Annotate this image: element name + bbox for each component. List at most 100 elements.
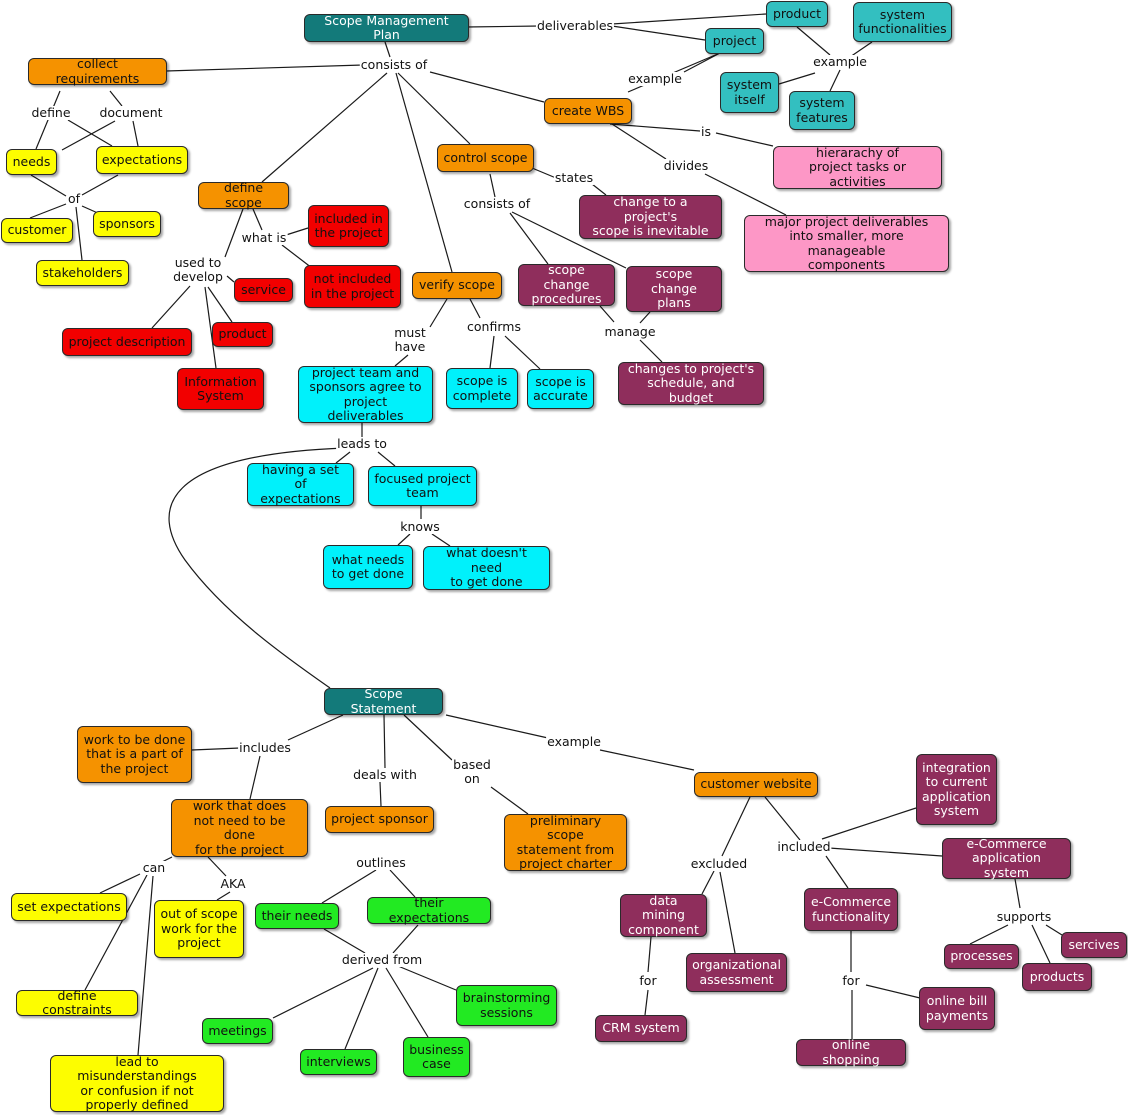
concept-node-sysfunc[interactable]: system functionalities [853,2,952,42]
concept-node-incl[interactable]: included in the project [308,205,389,247]
concept-node-misund[interactable]: lead to misunderstandings or confusion i… [50,1054,224,1112]
concept-node-product[interactable]: product [766,1,828,27]
connector-line [344,967,379,1050]
concept-node-expect[interactable]: expectations [96,146,188,174]
concept-node-ss[interactable]: Scope Statement [324,686,443,715]
concept-node-smp[interactable]: Scope Management Plan [304,13,469,42]
concept-node-sched[interactable]: changes to project's schedule, and budge… [618,361,764,405]
concept-node-rproduct[interactable]: product [212,322,273,347]
concept-node-worknot[interactable]: work that does not need to be done for t… [171,798,308,857]
concept-node-service[interactable]: service [234,278,293,302]
concept-node-sponsor[interactable]: project sponsor [325,806,434,833]
concept-node-sysfeat[interactable]: system features [789,91,855,130]
connector-line [611,123,667,160]
connector-line [252,208,263,231]
concept-node-sponsors[interactable]: sponsors [93,211,161,237]
concept-node-prelim[interactable]: preliminary scope statement from project… [504,813,627,871]
concept-node-control[interactable]: control scope [437,144,534,172]
connector-line [261,72,388,183]
concept-node-datamin[interactable]: data mining component [620,893,707,937]
concept-node-sercives[interactable]: sercives [1061,932,1127,958]
link-label-divides: divides [662,158,710,173]
concept-node-theirexp[interactable]: their expectations [367,895,491,924]
link-label-includes: includes [238,740,292,755]
connector-line [796,26,831,56]
connector-line [216,891,231,901]
concept-node-outofscope[interactable]: out of scope work for the project [154,900,244,958]
link-label-manage: manage [603,324,657,339]
link-label-can: can [141,860,167,875]
connector-line [511,211,627,269]
link-label-confirms: confirms [466,319,522,334]
concept-node-theirneeds[interactable]: their needs [255,903,339,929]
concept-node-stake[interactable]: stakeholders [36,260,129,286]
concept-node-work[interactable]: work to be done that is a part of the pr… [77,726,192,783]
connector-line [429,298,448,328]
concept-node-setexp[interactable]: having a set of expectations [247,462,354,506]
connector-line [489,173,496,198]
connector-line [821,807,917,840]
connector-line [395,72,453,273]
connector-line [75,206,83,261]
connector-line [721,796,751,857]
connector-line [403,714,453,761]
connector-line [99,873,141,894]
concept-node-change[interactable]: change to a project's scope is inevitabl… [579,195,722,239]
concept-node-ecomsys[interactable]: e-Commerce application system [942,836,1071,880]
concept-node-products[interactable]: products [1022,963,1092,991]
concept-node-needs[interactable]: needs [6,149,57,175]
concept-node-sysitself[interactable]: system itself [720,72,779,113]
concept-node-notincl[interactable]: not included in the project [304,265,401,308]
concept-node-focused[interactable]: focused project team [368,466,477,506]
concept-node-ecomfunc[interactable]: e-Commerce functionality [804,888,898,931]
concept-node-interviews[interactable]: interviews [300,1049,377,1075]
concept-node-collect[interactable]: collect requirements [28,56,167,85]
concept-node-onlinebill[interactable]: online bill payments [919,987,995,1030]
concept-node-setexpect[interactable]: set expectations [11,893,127,921]
concept-node-hier[interactable]: hierarachy of project tasks or activitie… [773,145,942,189]
concept-node-website[interactable]: customer website [694,772,818,797]
connector-line [829,69,841,92]
concept-node-accurate[interactable]: scope is accurate [527,369,594,409]
connector-line [639,311,651,324]
concept-node-whatdoesnt[interactable]: what doesn't need to get done [423,546,550,590]
concept-node-orgass[interactable]: organizational assessment [686,953,787,992]
link-label-knows: knows [399,519,441,534]
concept-node-processes[interactable]: processes [944,944,1019,969]
concept-node-projdesc[interactable]: project description [62,328,192,356]
concept-node-verify[interactable]: verify scope [412,272,502,299]
connector-line [599,749,695,771]
connector-line [109,90,123,107]
link-label-supports: supports [995,909,1053,924]
connector-line [151,285,191,329]
concept-node-integ[interactable]: integration to current application syste… [916,754,997,825]
concept-node-agree[interactable]: project team and sponsors agree to proje… [298,365,433,423]
concept-node-defcons[interactable]: define constraints [16,988,138,1017]
concept-node-brain[interactable]: brainstorming sessions [456,985,557,1026]
concept-node-complete[interactable]: scope is complete [446,368,518,409]
connector-line [397,72,471,145]
concept-node-defscope[interactable]: define scope [198,180,289,209]
concept-node-project[interactable]: project [705,28,764,54]
concept-node-bcase[interactable]: business case [403,1037,470,1077]
concept-node-whatneeds[interactable]: what needs to get done [323,545,413,589]
concept-node-customer[interactable]: customer [1,218,73,243]
concept-node-scproc[interactable]: scope change procedures [518,263,615,306]
concept-node-meetings[interactable]: meetings [202,1018,273,1044]
connector-line [165,64,364,72]
connector-line [647,936,652,973]
concept-node-major[interactable]: major project deliverables into smaller,… [744,214,949,272]
connector-line [287,714,344,741]
connector-line [281,244,313,269]
connector-line [397,533,411,546]
connector-line [1045,924,1063,936]
concept-node-wbs[interactable]: create WBS [544,98,632,124]
concept-node-scplans[interactable]: scope change plans [626,266,722,312]
connector-line [849,41,873,58]
connector-line [683,52,721,73]
concept-node-onlineshop[interactable]: online shopping [796,1037,906,1066]
link-label-basedon: based on [452,757,492,786]
concept-node-infosys[interactable]: Information System [177,368,264,410]
concept-node-crm[interactable]: CRM system [595,1015,687,1042]
link-label-for1: for [638,973,658,988]
